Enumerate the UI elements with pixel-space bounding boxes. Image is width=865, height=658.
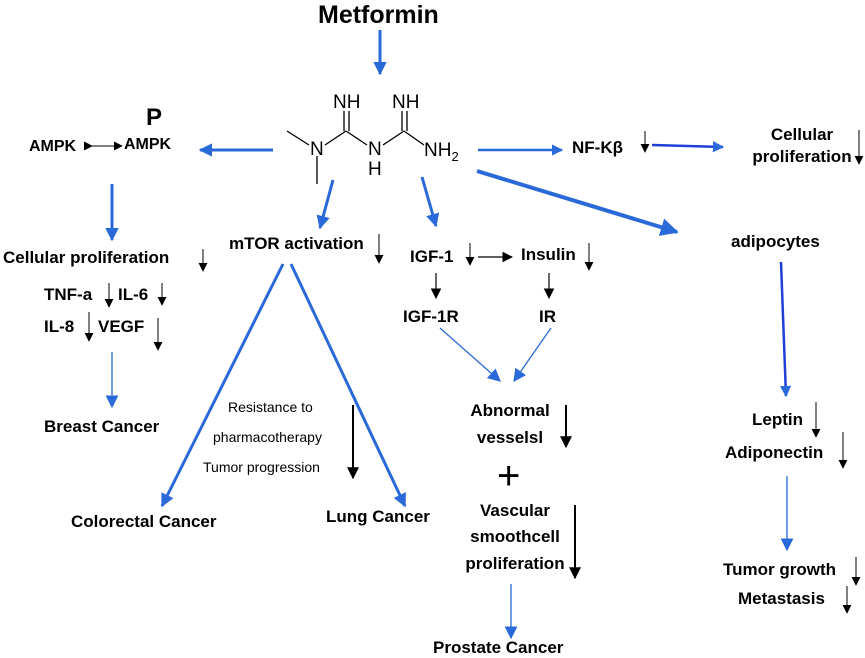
arrow-to-lung <box>289 263 407 508</box>
igf1r-label: IGF-1R <box>403 307 459 326</box>
tumor-growth-label: Tumor growth <box>723 560 836 579</box>
cell-prolif-right-line2: proliferation <box>752 147 852 166</box>
arrow-to-adipocytes <box>476 169 679 236</box>
mol-nh2: NH2 <box>424 140 459 164</box>
nfkb-label: NF-Kβ <box>572 138 623 157</box>
arrow-to-mtor <box>316 179 335 230</box>
prostate-cancer-label: Prostate Cancer <box>433 638 564 657</box>
colorectal-cancer-label: Colorectal Cancer <box>71 512 217 531</box>
tumor-progression-label: Tumor progression <box>203 459 320 475</box>
mol-nh-left: NH <box>333 92 361 113</box>
insulin-label: Insulin <box>521 245 576 264</box>
ampk-right: AMPK <box>124 136 172 153</box>
arrow-to-igf <box>420 176 440 228</box>
resistance-line1: Resistance to <box>228 399 313 415</box>
cell-prolif-left: Cellular proliferation <box>3 248 170 267</box>
mol-nh-right: NH <box>392 92 420 113</box>
arrow-igf1r-abnormal <box>439 327 501 382</box>
cell-prolif-right-line1: Cellular <box>770 125 834 144</box>
resistance-line2: pharmacotherapy <box>213 429 322 445</box>
breast-cancer-label: Breast Cancer <box>44 417 160 436</box>
il6-label: IL-6 <box>118 285 149 304</box>
plus-sign: + <box>497 454 521 498</box>
abnormal-line1: Abnormal <box>470 401 550 420</box>
arrow-ir-abnormal <box>513 327 552 383</box>
mol-n-left: N <box>310 139 324 160</box>
diagram-title: Metformin <box>318 1 439 29</box>
vegf-label: VEGF <box>98 317 145 336</box>
ampk-left: AMPK <box>29 138 77 155</box>
mol-n-mid: N <box>368 139 382 160</box>
vascular-line1: Vascular <box>480 501 550 520</box>
vascular-line3: proliferation <box>465 554 565 573</box>
arrow-to-colorectal <box>160 263 285 508</box>
il8-label: IL-8 <box>44 317 75 336</box>
arrow-nfkb-to-prolif <box>651 141 725 153</box>
ir-label: IR <box>539 307 556 326</box>
metastasis-label: Metastasis <box>738 589 825 608</box>
vascular-line2: smoothcell <box>470 527 560 546</box>
metformin-structure <box>286 111 425 184</box>
arrow-adipo-to-leptin <box>779 261 792 398</box>
leptin-label: Leptin <box>752 410 803 429</box>
abnormal-line2: vesselsl <box>476 428 544 447</box>
tnf-label: TNF-a <box>44 285 93 304</box>
igf1-label: IGF-1 <box>410 247 454 266</box>
adiponectin-label: Adiponectin <box>725 443 824 462</box>
mtor-label: mTOR activation <box>229 234 364 253</box>
lung-cancer-label: Lung Cancer <box>326 507 430 526</box>
ampk-phospho-mark: P <box>146 104 163 131</box>
mol-h-mid: H <box>368 159 382 180</box>
adipocytes-label: adipocytes <box>731 232 820 251</box>
